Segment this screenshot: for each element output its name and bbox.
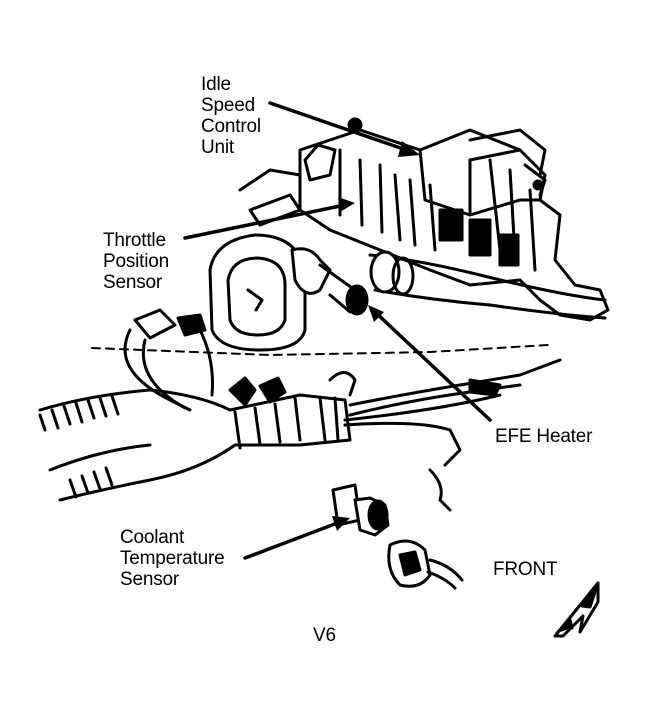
label-efe-heater: EFE Heater bbox=[495, 426, 592, 447]
coolant-temperature-sensor-drawing bbox=[331, 483, 464, 590]
label-line: EFE Heater bbox=[495, 426, 593, 447]
leader-idle-speed-control-unit bbox=[268, 101, 414, 154]
label-line: FRONT bbox=[493, 559, 558, 580]
label-line: Idle bbox=[201, 74, 231, 95]
label-throttle-position-sensor: Throttle Position Sensor bbox=[103, 230, 169, 293]
leader-lines bbox=[183, 101, 492, 560]
label-line: Coolant bbox=[120, 527, 185, 548]
leader-coolant-temperature-sensor bbox=[243, 520, 342, 560]
label-line: Speed bbox=[201, 95, 255, 116]
label-line: Position bbox=[103, 251, 169, 272]
label-line: Control bbox=[201, 116, 261, 137]
label-idle-speed-control-unit: Idle Speed Control Unit bbox=[201, 74, 261, 158]
wiring-harness-drawing bbox=[38, 308, 562, 512]
leader-efe-heater bbox=[373, 310, 492, 422]
front-direction-arrow-icon bbox=[553, 581, 600, 638]
label-coolant-temperature-sensor: Coolant Temperature Sensor bbox=[120, 527, 225, 590]
label-line: Throttle bbox=[103, 230, 166, 251]
label-line: V6 bbox=[313, 625, 336, 646]
label-line: Sensor bbox=[103, 272, 163, 293]
idle-speed-control-unit-drawing bbox=[238, 117, 610, 322]
label-front: FRONT bbox=[493, 559, 558, 580]
label-engine-v6: V6 bbox=[313, 625, 336, 646]
throttle-position-sensor-drawing bbox=[208, 233, 369, 352]
label-line: Sensor bbox=[120, 569, 180, 590]
efe-heater-hose-drawing bbox=[368, 250, 607, 320]
label-line: Unit bbox=[201, 137, 234, 158]
leader-throttle-position-sensor bbox=[183, 203, 347, 240]
label-line: Temperature bbox=[120, 548, 225, 569]
